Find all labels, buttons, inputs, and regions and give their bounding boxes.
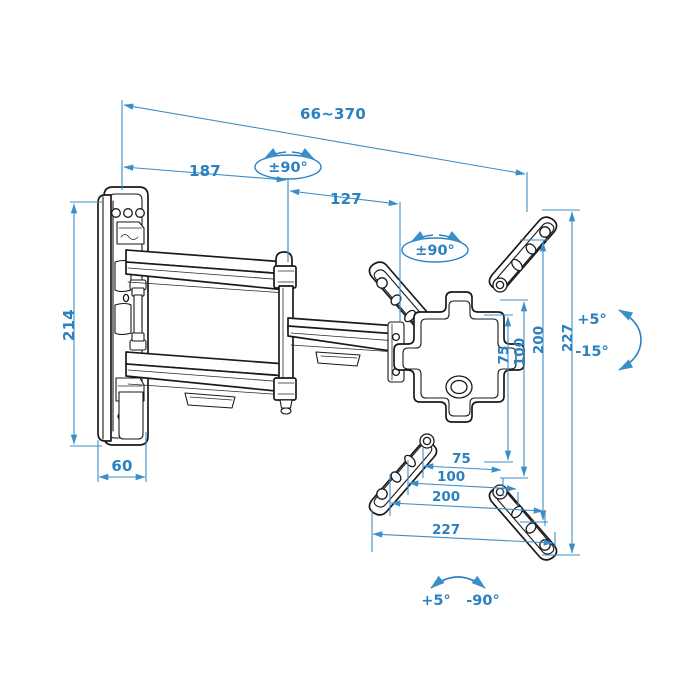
dim-wall-plate-width: 60 [97,432,147,482]
tilt-rotation-symbol: +5° -15° [575,309,642,371]
swivel-plate-rotation-label: ±90° [415,243,455,259]
dim-label-vesa-horizontal-200: 200 [432,489,460,505]
lower-arm-segment [125,351,287,409]
dim-label-bracket-height-227: 227 [560,324,576,352]
dim-label-wall-plate-height: 214 [60,309,78,341]
dim-arm-segment-2: 127 [287,186,401,322]
dim-vesa-vertical-100: 100 [500,299,528,479]
dim-label-arm-segment-1: 187 [189,162,221,180]
dim-label-vesa-vertical-75: 75 [496,346,512,365]
pan-right-label: -90° [466,593,499,609]
dim-label-wall-plate-width: 60 [111,457,132,475]
swivel-plate-rotation-symbol: ±90° [401,231,469,263]
vesa-arm-lower-left [368,433,438,516]
second-arm-segment [287,317,399,367]
dimension-annotations: 66~370 187 127 214 60 [60,100,580,556]
dim-label-vesa-vertical-100: 100 [512,338,528,366]
dim-extension-range: 66~370 [121,100,528,212]
dim-bracket-width-227: 227 [371,510,556,552]
pan-rotation-symbol: +5° -90° [421,575,500,609]
dim-label-bracket-width-227: 227 [432,522,460,538]
dim-bracket-height-227: 227 [542,209,580,556]
dim-label-vesa-horizontal-75: 75 [452,451,471,467]
dim-wall-plate-height: 214 [60,201,102,447]
dim-label-vesa-horizontal-100: 100 [437,469,465,485]
tilt-down-label: -15° [575,344,608,360]
dim-vesa-vertical-200: 200 [520,239,548,523]
dim-vesa-horizontal-200: 200 [389,474,546,526]
swivel-arm-rotation-symbol: ±90° [254,148,322,180]
swivel-arm-rotation-label: ±90° [268,160,308,176]
tilt-up-label: +5° [577,312,607,328]
dim-vesa-vertical-75: 75 [484,314,513,463]
wall-plate [97,186,149,446]
vesa-arm-upper-right [488,216,558,293]
dim-label-arm-segment-2: 127 [330,190,362,208]
dim-label-vesa-vertical-200: 200 [531,326,547,354]
pan-left-label: +5° [421,593,451,609]
rotation-annotations: ±90° ±90° +5° -15° +5° -90° [254,148,642,609]
dim-label-extension-range: 66~370 [300,105,366,123]
